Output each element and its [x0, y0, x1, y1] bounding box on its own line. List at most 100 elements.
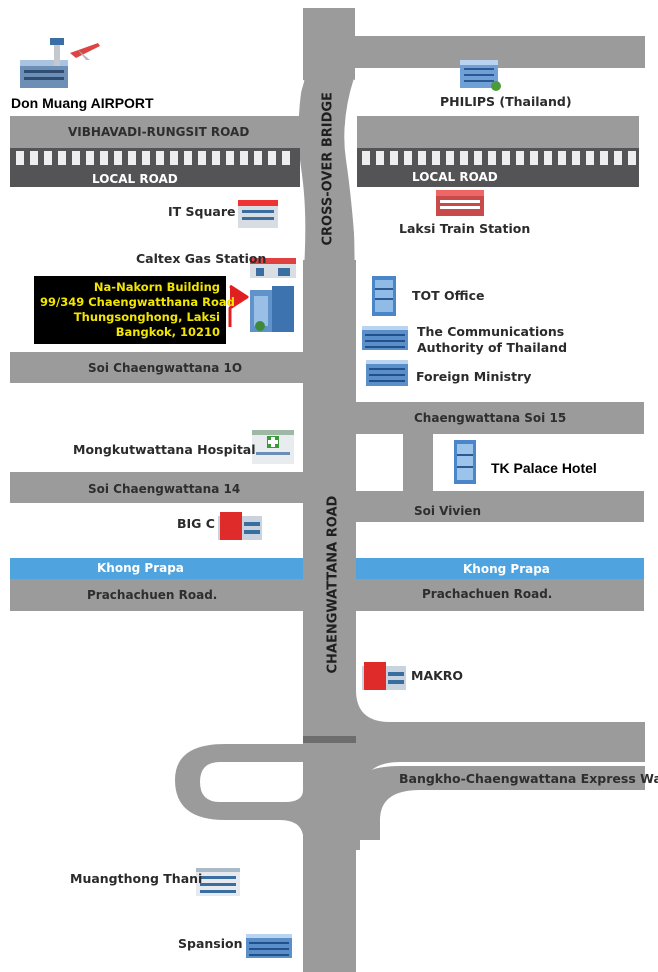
- railway-tie: [114, 151, 122, 165]
- prachachuen-left-label: Prachachuen Road.: [87, 588, 218, 602]
- soi-vivien-label: Soi Vivien: [414, 504, 481, 518]
- railway-tie: [474, 151, 482, 165]
- soi14-road: [10, 472, 303, 503]
- railway-tie: [156, 151, 164, 165]
- local-road-right-label: LOCAL ROAD: [412, 170, 498, 184]
- railway-tie: [432, 151, 440, 165]
- muangthong-icon: [196, 868, 240, 896]
- makro-curve-road: [356, 690, 645, 744]
- railway-tie: [614, 151, 622, 165]
- prachachuen-left: [10, 579, 303, 611]
- chaengwattana-road-label: CHAENGWATTANA ROAD: [325, 495, 341, 674]
- hospital-icon: [252, 430, 294, 464]
- philips-building-icon: [460, 60, 501, 91]
- caltex-label: Caltex Gas Station: [136, 251, 267, 266]
- soi-vivien-road: [356, 491, 644, 522]
- philips-label: PHILIPS (Thailand): [440, 94, 572, 109]
- address-line1: Na-Nakorn Building: [93, 280, 220, 294]
- railway-tie: [86, 151, 94, 165]
- cat-label-line1: The Communications: [417, 324, 565, 339]
- cross-over-bridge-label: CROSS-OVER BRIDGE: [320, 92, 336, 246]
- spansion-icon: [246, 934, 292, 958]
- address-line2: 99/349 Chaengwatthana Road: [40, 295, 235, 309]
- overpass-strip: [303, 736, 356, 743]
- railway-tie: [628, 151, 636, 165]
- spansion-label: Spansion: [178, 936, 243, 951]
- expressway-loop: [175, 744, 645, 850]
- railway-tie: [544, 151, 552, 165]
- makro-label: MAKRO: [411, 668, 464, 683]
- railway-tie: [268, 151, 276, 165]
- railway-ties: [16, 151, 636, 165]
- bridge-edge-right: [344, 79, 358, 261]
- address-line3: Thungsonghong, Laksi: [73, 310, 220, 324]
- khong-prapa-left: [10, 558, 303, 579]
- address-line4: Bangkok, 10210: [115, 325, 220, 339]
- railway-tie: [460, 151, 468, 165]
- hospital-label: Mongkutwattana Hospital: [73, 442, 256, 457]
- big-c-icon: [218, 512, 262, 540]
- caltex-icon: [250, 258, 296, 278]
- railway-tie: [390, 151, 398, 165]
- railway-tie: [404, 151, 412, 165]
- cat-building-icon: [362, 326, 408, 350]
- railway-tie: [240, 151, 248, 165]
- tk-palace-label: TK Palace Hotel: [491, 460, 597, 476]
- railway-tie: [184, 151, 192, 165]
- soi10-road: [10, 352, 303, 383]
- it-square-label: IT Square: [168, 204, 236, 219]
- muangthong-label: Muangthong Thani: [70, 871, 203, 886]
- railway-tie: [572, 151, 580, 165]
- soi15-branch: [403, 402, 433, 494]
- railway-tie: [586, 151, 594, 165]
- railway-tie: [558, 151, 566, 165]
- railway-tie: [30, 151, 38, 165]
- it-square-icon: [238, 200, 278, 228]
- soi10-label: Soi Chaengwattana 1O: [88, 361, 243, 375]
- railway-tie: [362, 151, 370, 165]
- expressway-label: Bangkho-Chaengwattana Express Way: [399, 771, 658, 786]
- soi15-label: Chaengwattana Soi 15: [414, 411, 567, 425]
- railway-tie: [516, 151, 524, 165]
- railway-tie: [142, 151, 150, 165]
- cat-label-line2: Authority of Thailand: [417, 340, 568, 355]
- address-box: Na-Nakorn Building 99/349 Chaengwatthana…: [34, 276, 235, 344]
- railway-tie: [100, 151, 108, 165]
- railway-tie: [282, 151, 290, 165]
- railway-tie: [128, 151, 136, 165]
- local-road-left-label: LOCAL ROAD: [92, 172, 178, 186]
- local-road-right-band: [357, 168, 639, 187]
- railway-tie: [198, 151, 206, 165]
- na-nakorn-building-icon: [250, 286, 294, 332]
- foreign-ministry-icon: [366, 360, 408, 386]
- soi14-label: Soi Chaengwattana 14: [88, 482, 241, 496]
- railway-tie: [488, 151, 496, 165]
- railway-tie: [170, 151, 178, 165]
- railway-tie: [58, 151, 66, 165]
- railway-tie: [226, 151, 234, 165]
- railway-tie: [376, 151, 384, 165]
- prachachuen-right-label: Prachachuen Road.: [422, 587, 553, 601]
- vibhavadi-road-right: [357, 116, 639, 148]
- railway-tie: [44, 151, 52, 165]
- railway-tie: [530, 151, 538, 165]
- vibhavadi-road-label: VIBHAVADI-RUNGSIT ROAD: [68, 125, 250, 139]
- foreign-ministry-label: Foreign Ministry: [416, 369, 532, 384]
- prachachuen-right: [356, 579, 644, 611]
- tk-palace-icon: [454, 440, 476, 484]
- philips-road: [355, 36, 645, 68]
- railway-tie: [212, 151, 220, 165]
- railway-tie: [254, 151, 262, 165]
- vibhavadi-road-left: [10, 116, 300, 148]
- laksi-station-icon: [436, 190, 484, 216]
- chaengwattana-road: [298, 8, 356, 972]
- airport-label: Don Muang AIRPORT: [11, 95, 154, 111]
- railway-right: [357, 148, 639, 168]
- makro-icon: [362, 662, 406, 690]
- khong-prapa-right-label: Khong Prapa: [463, 562, 550, 576]
- location-marker: [228, 284, 249, 327]
- tot-label: TOT Office: [412, 288, 485, 303]
- railway-tie: [600, 151, 608, 165]
- railway-tie: [418, 151, 426, 165]
